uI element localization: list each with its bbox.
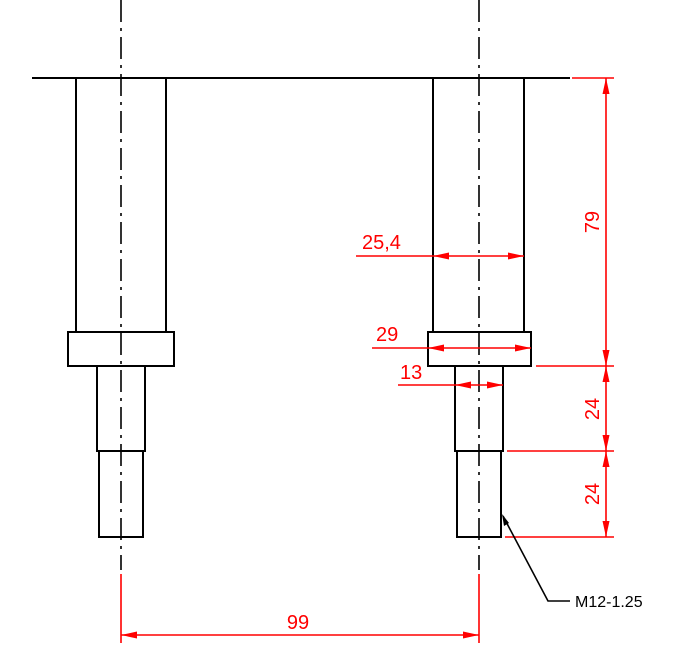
dim-label-upper-stud: 24 <box>582 398 604 420</box>
arrowhead <box>602 435 610 451</box>
leader-arrowhead <box>502 514 509 526</box>
arrowhead <box>602 78 610 94</box>
arrowhead <box>602 521 610 537</box>
thread-callout: M12-1.25 <box>502 514 643 611</box>
thread-spec-label: M12-1.25 <box>575 594 643 611</box>
arrowhead <box>428 344 444 352</box>
dim-label-stud-diameter: 13 <box>400 362 422 384</box>
right-post <box>427 0 532 570</box>
dim-label-top-height: 79 <box>582 211 604 233</box>
arrowhead <box>455 381 471 389</box>
dim-label-lower-stud: 24 <box>582 483 604 505</box>
arrowhead <box>508 252 524 260</box>
arrowhead <box>602 350 610 366</box>
arrowhead <box>487 381 503 389</box>
center-distance-dimension: 99 <box>120 574 480 643</box>
dim-label-center-distance: 99 <box>287 612 309 634</box>
arrowhead <box>433 252 449 260</box>
dim-label-collar-diameter: 29 <box>376 324 398 346</box>
arrowhead <box>602 451 610 467</box>
left-post <box>67 0 175 570</box>
thread-leader-line <box>502 515 570 602</box>
arrowhead <box>515 344 531 352</box>
vertical-dimensions: 79 24 24 <box>505 77 614 538</box>
arrowhead <box>121 631 137 639</box>
dim-label-post-diameter: 25,4 <box>362 232 401 254</box>
arrowhead <box>602 366 610 382</box>
arrowhead <box>463 631 479 639</box>
diameter-dimensions: 25,4 29 13 <box>356 232 531 389</box>
